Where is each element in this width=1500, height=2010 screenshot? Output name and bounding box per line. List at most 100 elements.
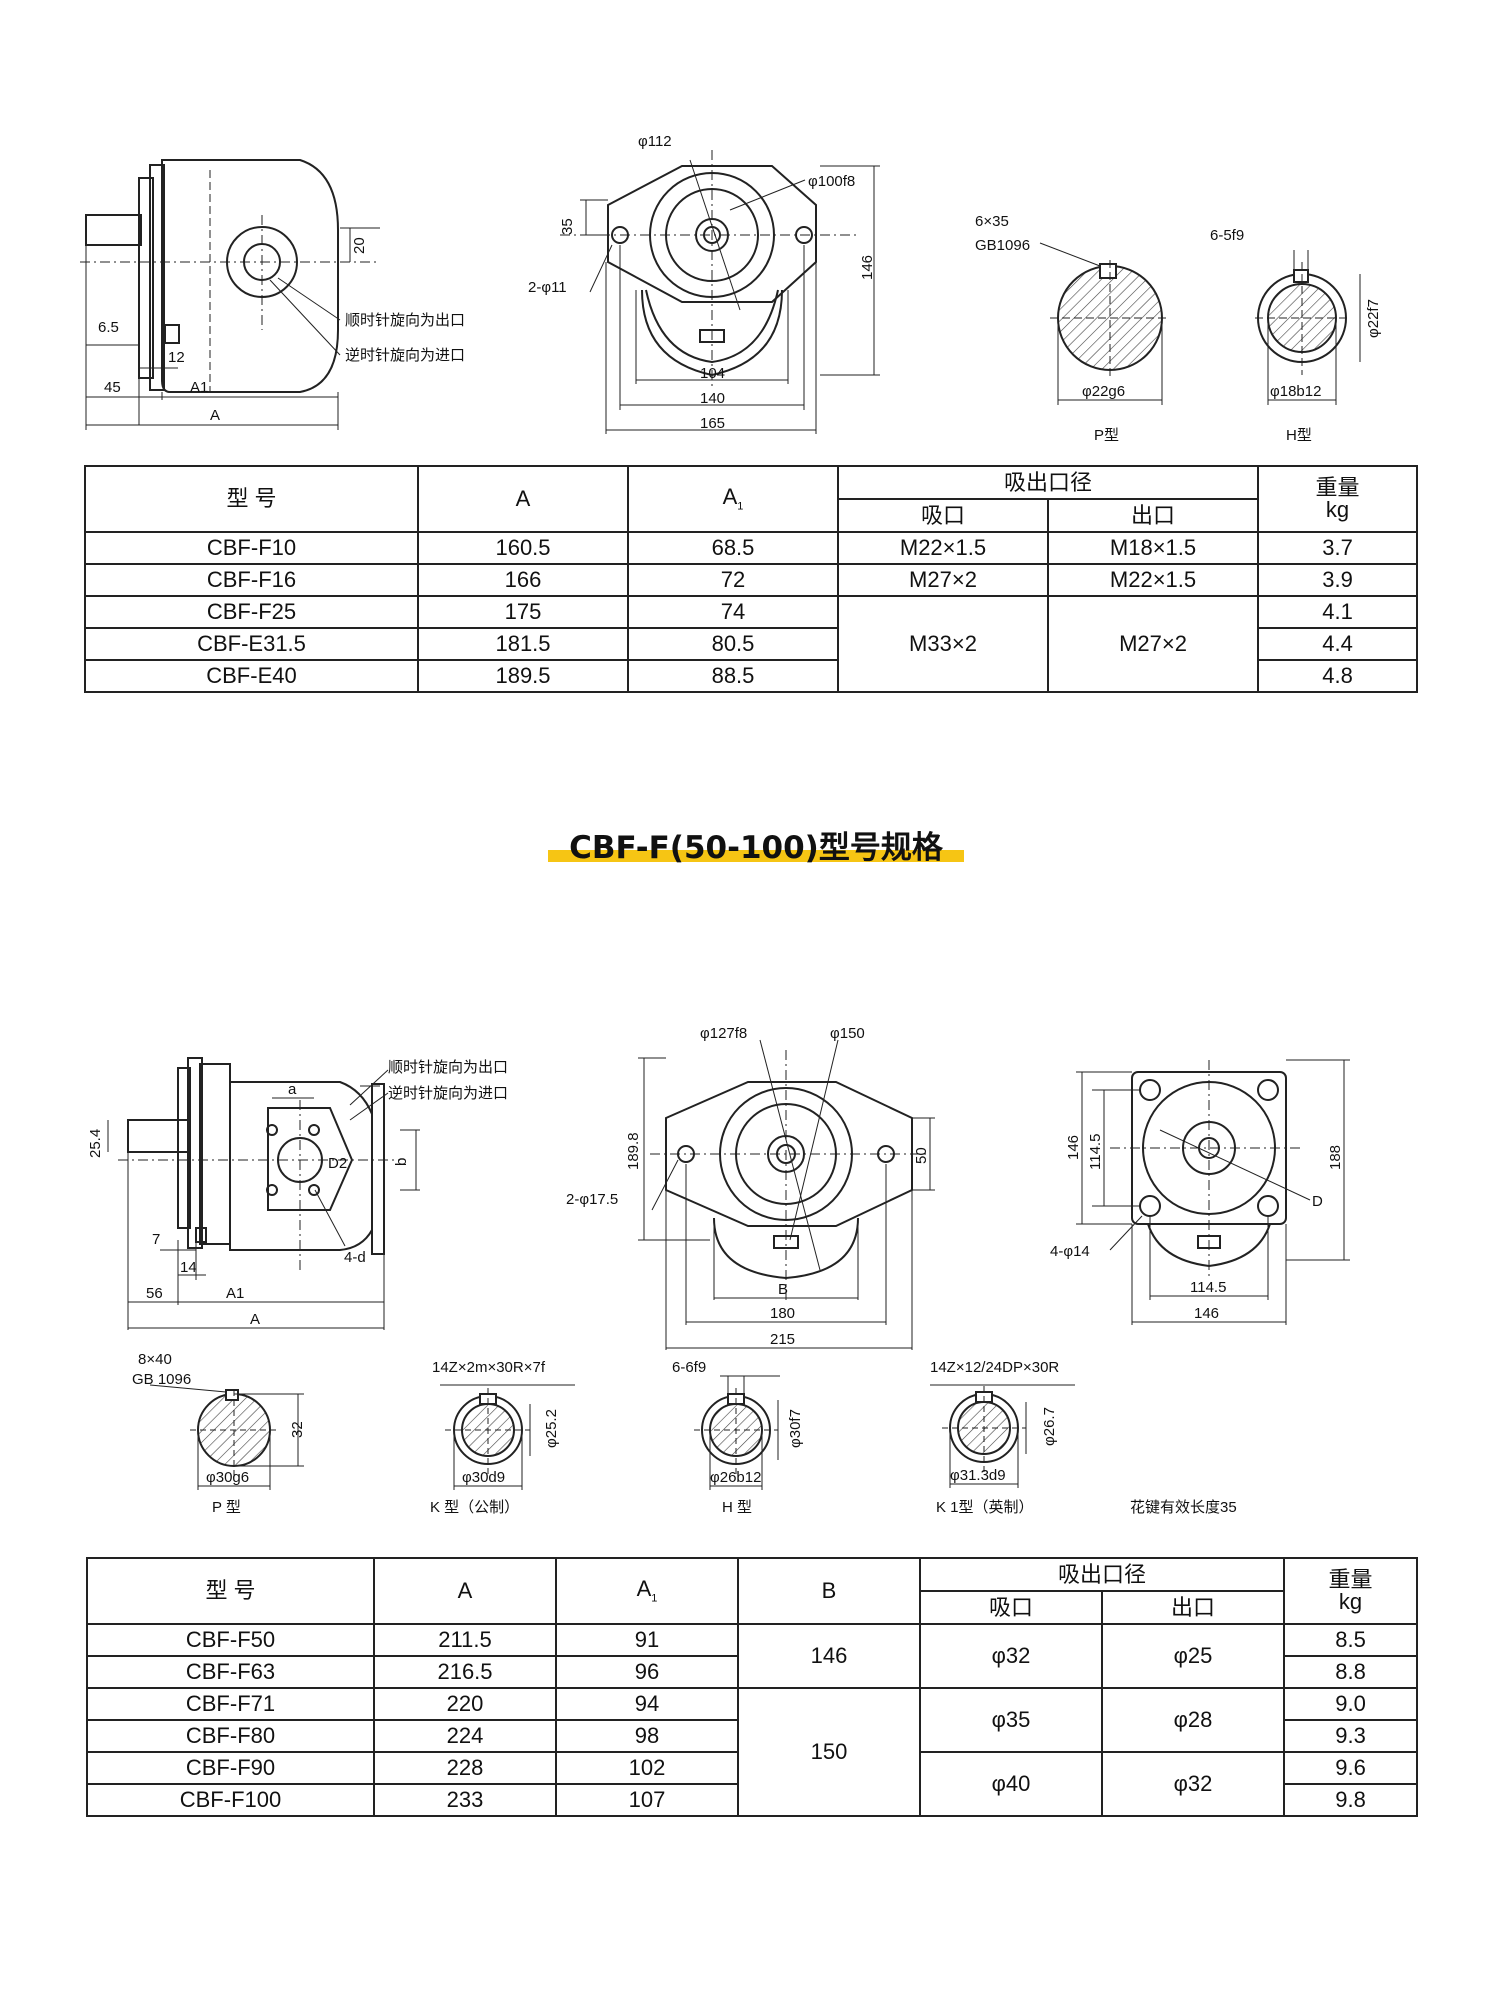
table-row: CBF-F25 175 74 M33×2 M27×2 4.1	[84, 595, 1419, 693]
bottom-label-50: 50	[913, 1147, 930, 1164]
cell-model: CBF-E31.5	[84, 627, 419, 661]
bottom-label-b: B	[778, 1281, 788, 1298]
bottom-label-180: 180	[770, 1305, 795, 1322]
bottom-label-h-type: H 型	[722, 1499, 752, 1516]
cell-in-40: φ40	[919, 1751, 1103, 1817]
table-row: CBF-F90 228 102 φ40 φ32 9.6	[86, 1751, 1419, 1817]
cell-a: 211.5	[373, 1623, 557, 1657]
top-label-cw: 顺时针旋向为出口	[345, 312, 465, 329]
top-label-d22f7: φ22f7	[1365, 299, 1382, 338]
cell-out-32: φ32	[1100, 1751, 1286, 1817]
bottom-label-188: 188	[1327, 1145, 1344, 1170]
col-header-a: A	[373, 1557, 557, 1625]
bottom-label-d2: D2	[328, 1155, 347, 1172]
bottom-label-a-small: a	[288, 1081, 297, 1098]
top-label-a: A	[210, 407, 220, 424]
cell-weight: 3.7	[1257, 531, 1419, 565]
bottom-side-view	[127, 1057, 385, 1255]
top-label-140: 140	[700, 390, 725, 407]
bottom-label-d26-7: φ26.7	[1041, 1407, 1058, 1446]
bottom-label-146: 146	[1065, 1135, 1082, 1160]
cell-weight: 8.8	[1283, 1655, 1419, 1689]
cell-model: CBF-F10	[84, 531, 419, 565]
cell-in-merged: M33×2	[837, 595, 1049, 693]
cell-weight: 9.6	[1283, 1751, 1419, 1785]
top-label-d22g6: φ22g6	[1082, 383, 1125, 400]
cell-a: 166	[417, 563, 629, 597]
cell-b-150: 150	[737, 1687, 921, 1817]
cell-a: 233	[373, 1783, 557, 1817]
cell-a1: 74	[627, 595, 839, 629]
bottom-label-d31-3d9: φ31.3d9	[950, 1467, 1006, 1484]
bottom-label-ccw: 逆时针旋向为进口	[388, 1085, 508, 1102]
bottom-label-k1-type: K 1型（英制）	[936, 1498, 1034, 1516]
cell-out: M18×1.5	[1046, 531, 1260, 565]
cell-weight: 9.0	[1283, 1687, 1419, 1721]
cell-a: 160.5	[417, 531, 629, 565]
bottom-label-holes4: 4-φ14	[1050, 1243, 1090, 1260]
bottom-drawings: 顺时针旋向为出口 逆时针旋向为进口 a b D2 4-d 25.4 7 14 5…	[87, 1025, 1350, 1516]
col-header-a1: A1	[555, 1557, 739, 1625]
col-header-model: 型 号	[86, 1557, 375, 1625]
top-label-key: 6×35	[975, 213, 1009, 230]
col-header-in: 吸口	[919, 1590, 1103, 1625]
cell-a1: 102	[555, 1751, 739, 1785]
bottom-label-b-small: b	[393, 1158, 410, 1166]
a1-sub: 1	[651, 1592, 658, 1605]
cell-out-25: φ25	[1100, 1623, 1286, 1689]
a1-text: A	[636, 1575, 652, 1601]
top-label-d18b12: φ18b12	[1270, 383, 1321, 400]
cell-model: CBF-F80	[86, 1719, 375, 1753]
kg-label: kg	[1325, 497, 1350, 522]
top-label-20: 20	[351, 237, 368, 254]
cell-a1: 80.5	[627, 627, 839, 661]
cell-a: 175	[417, 595, 629, 629]
top-label-d100f8: φ100f8	[808, 173, 855, 190]
cell-model: CBF-F71	[86, 1687, 375, 1721]
bottom-label-a: A	[250, 1311, 260, 1328]
cell-a: 220	[373, 1687, 557, 1721]
top-label-spline: 6-5f9	[1210, 227, 1244, 244]
top-label-146: 146	[859, 255, 876, 280]
bottom-label-k-type: K 型（公制）	[430, 1499, 519, 1516]
bottom-label-k1-spec: 14Z×12/24DP×30R	[930, 1359, 1059, 1376]
top-label-holes: 2-φ11	[528, 279, 567, 296]
cell-weight: 9.8	[1283, 1783, 1419, 1817]
bottom-label-d30f7: φ30f7	[787, 1409, 804, 1448]
cell-model: CBF-E40	[84, 659, 419, 693]
a1-text: A	[722, 483, 738, 509]
cell-a: 228	[373, 1751, 557, 1785]
cell-in-32: φ32	[919, 1623, 1103, 1689]
cell-weight: 9.3	[1283, 1719, 1419, 1753]
cell-a1: 96	[555, 1655, 739, 1689]
top-label-h-type: H型	[1286, 427, 1312, 444]
bottom-label-d25-2: φ25.2	[543, 1409, 560, 1448]
cell-weight: 4.8	[1257, 659, 1419, 693]
top-label-104: 104	[700, 365, 725, 382]
bottom-label-d: D	[1312, 1193, 1323, 1210]
bottom-front-view	[665, 1081, 913, 1280]
table-row: CBF-F16 166 72 M27×2 M22×1.5 3.9	[84, 563, 1419, 597]
cell-a1: 72	[627, 563, 839, 597]
bottom-label-k-spec: 14Z×2m×30R×7f	[432, 1359, 546, 1376]
col-header-a1: A1	[627, 465, 839, 533]
bottom-label-4-d: 4-d	[344, 1249, 366, 1266]
cell-a1: 107	[555, 1783, 739, 1817]
top-side-view	[85, 159, 339, 393]
kg-label: kg	[1338, 1589, 1363, 1614]
bottom-label-a1: A1	[226, 1285, 244, 1302]
cell-model: CBF-F90	[86, 1751, 375, 1785]
table-row: CBF-E31.5 181.5 80.5 4.4	[84, 627, 1419, 661]
cell-a1: 98	[555, 1719, 739, 1753]
top-label-ccw: 逆时针旋向为进口	[345, 347, 465, 364]
bottom-label-cw: 顺时针旋向为出口	[388, 1059, 508, 1076]
cell-out: M22×1.5	[1046, 563, 1260, 597]
cell-weight: 3.9	[1257, 563, 1419, 597]
col-header-a: A	[417, 465, 629, 533]
col-header-port: 吸出口径	[918, 1557, 1286, 1592]
bottom-label-189-8: 189.8	[625, 1132, 642, 1170]
bottom-label-14: 14	[180, 1259, 197, 1276]
col-header-port: 吸出口径	[836, 465, 1260, 500]
bottom-label-146b: 146	[1194, 1305, 1219, 1322]
